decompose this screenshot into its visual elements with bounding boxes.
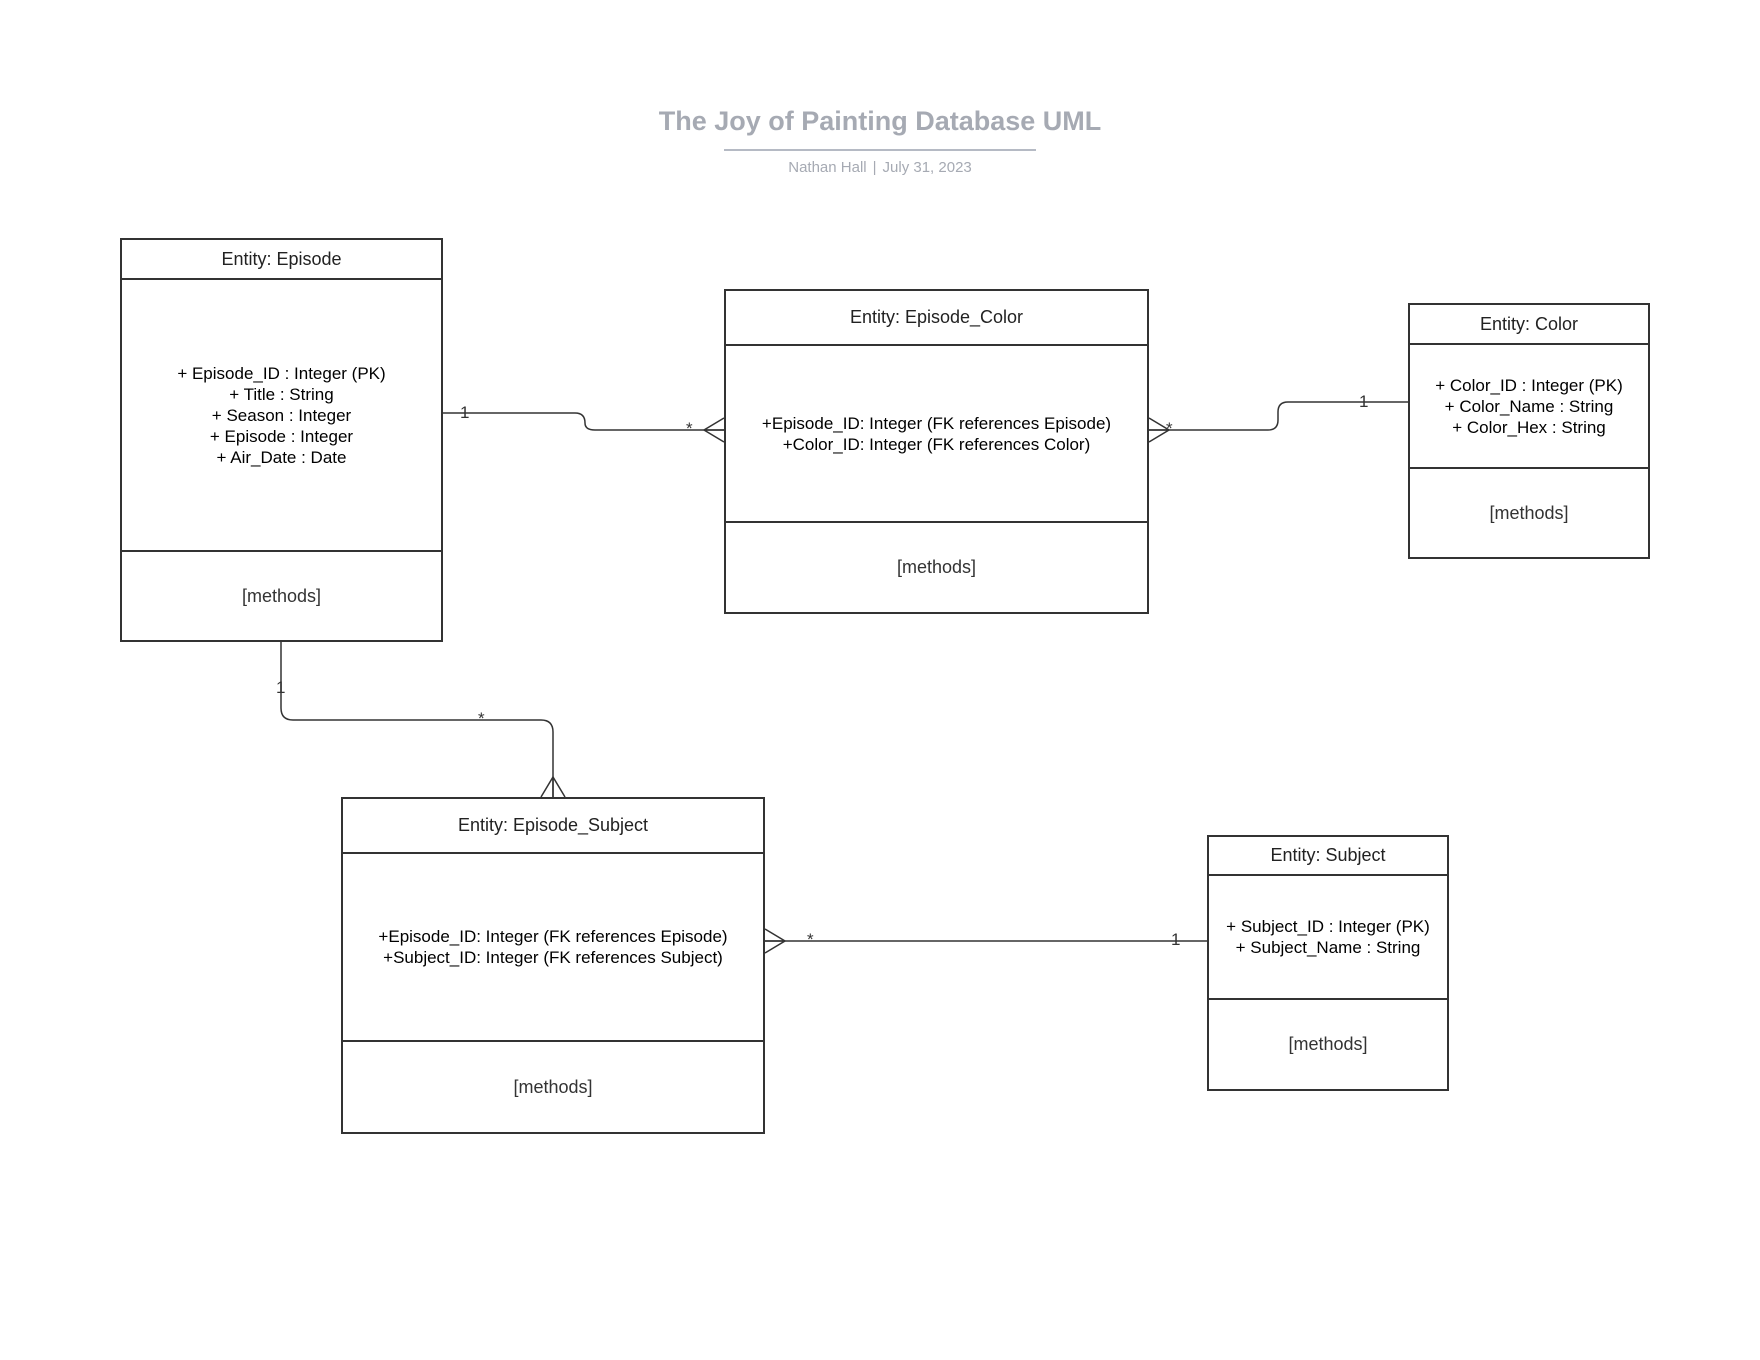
crowfoot-episode-subject-right <box>764 928 787 954</box>
entity-episode-color[interactable]: Entity: Episode_Color +Episode_ID: Integ… <box>724 289 1149 614</box>
label-episode-color-many: * <box>686 419 693 438</box>
connector-episode-episode-subject <box>280 642 554 797</box>
entity-subject-methods: [methods] <box>1288 1034 1368 1054</box>
attribute-subject-name: + Subject_Name : String <box>1235 938 1421 957</box>
entity-episode-color-attributes: +Episode_ID: Integer (FK references Epis… <box>726 346 1147 523</box>
entity-episode-subject-title: Entity: Episode_Subject <box>343 799 763 854</box>
connector-color-episode-color <box>1149 401 1408 431</box>
attribute-subject-id-fk: +Subject_ID: Integer (FK references Subj… <box>383 948 723 967</box>
title-block: The Joy of Painting Database UML Nathan … <box>0 105 1760 177</box>
attribute-episode: + Episode : Integer <box>209 426 354 446</box>
entity-subject[interactable]: Entity: Subject + Subject_ID : Integer (… <box>1207 835 1449 1091</box>
diagram-title: The Joy of Painting Database UML <box>658 106 1102 136</box>
crowfoot-episode-color-right <box>1148 417 1171 443</box>
attribute-season: + Season : Integer <box>211 405 352 425</box>
entity-color[interactable]: Entity: Color + Color_ID : Integer (PK) … <box>1408 303 1650 559</box>
label-color-one: 1 <box>1359 392 1368 411</box>
label-episode-color-one: 1 <box>460 403 469 422</box>
attribute-color-id-fk: +Color_ID: Integer (FK references Color) <box>782 434 1091 454</box>
entity-subject-attributes: + Subject_ID : Integer (PK) + Subject_Na… <box>1209 876 1447 1000</box>
entity-color-methods: [methods] <box>1489 502 1569 523</box>
title-divider <box>724 149 1036 151</box>
attribute-subject-id: + Subject_ID : Integer (PK) <box>1226 917 1430 936</box>
entity-episode[interactable]: Entity: Episode + Episode_ID : Integer (… <box>120 238 443 642</box>
subtitle-separator: | <box>872 159 877 176</box>
attribute-color-name: + Color_Name : String <box>1444 396 1614 416</box>
entity-episode-subject-attributes: +Episode_ID: Integer (FK references Epis… <box>343 854 763 1042</box>
crowfoot-episode-subject-top <box>540 775 566 798</box>
connector-episode-episode-color <box>443 412 724 431</box>
attribute-air-date: + Air_Date : Date <box>216 447 347 467</box>
diagram-subtitle: Nathan Hall | July 31, 2023 <box>0 159 1760 177</box>
diagram-date: July 31, 2023 <box>882 159 972 176</box>
label-subject-one: 1 <box>1171 930 1180 949</box>
entity-color-title: Entity: Color <box>1410 305 1648 345</box>
attribute-color-hex: + Color_Hex : String <box>1452 417 1606 437</box>
entity-episode-color-title: Entity: Episode_Color <box>726 291 1147 346</box>
entity-subject-title: Entity: Subject <box>1209 837 1447 876</box>
label-episode-subject-one: 1 <box>276 678 285 697</box>
entity-episode-subject-methods: [methods] <box>513 1076 593 1097</box>
label-episode-subject-many: * <box>478 709 485 728</box>
attribute-episode-id-fk: +Episode_ID: Integer (FK references Epis… <box>378 927 728 946</box>
entity-color-attributes: + Color_ID : Integer (PK) + Color_Name :… <box>1410 345 1648 469</box>
entity-episode-methods: [methods] <box>241 585 322 606</box>
crowfoot-episode-color-left <box>702 417 725 443</box>
attribute-title: + Title : String <box>229 384 334 404</box>
attribute-color-id: + Color_ID : Integer (PK) <box>1435 375 1623 395</box>
attribute-episode-id: + Episode_ID : Integer (PK) <box>177 363 386 383</box>
author-name: Nathan Hall <box>788 159 867 176</box>
attribute-episode-id-fk: +Episode_ID: Integer (FK references Epis… <box>761 413 1112 433</box>
label-color-many: * <box>1166 419 1173 438</box>
entity-episode-title: Entity: Episode <box>122 240 441 280</box>
entity-episode-color-methods: [methods] <box>896 557 977 577</box>
entity-episode-subject[interactable]: Entity: Episode_Subject +Episode_ID: Int… <box>341 797 765 1134</box>
label-subject-many: * <box>807 930 814 949</box>
entity-episode-attributes: + Episode_ID : Integer (PK) + Title : St… <box>122 280 441 552</box>
